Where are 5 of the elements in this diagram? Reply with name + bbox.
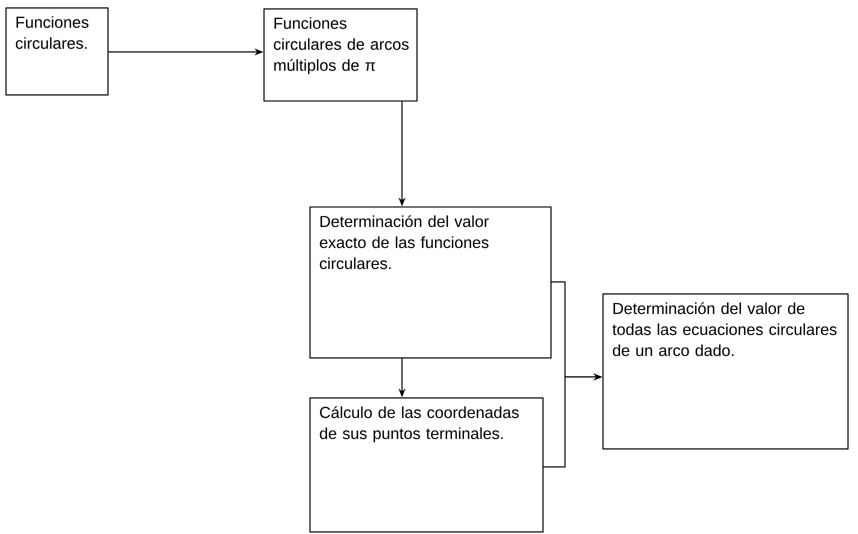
process-box: Funciones circulares. — [5, 7, 109, 96]
process-box: Determinación del valor de todas las ecuaciones circulares de un arco dado. — [602, 293, 849, 450]
process-box: Determinación del valor exacto de las funciones circulares. — [309, 206, 552, 359]
process-box: Cálculo de las coordenadas de sus puntos terminales. — [309, 397, 544, 533]
process-box: Funciones circulares de arcos múltiplos de π — [263, 8, 418, 102]
